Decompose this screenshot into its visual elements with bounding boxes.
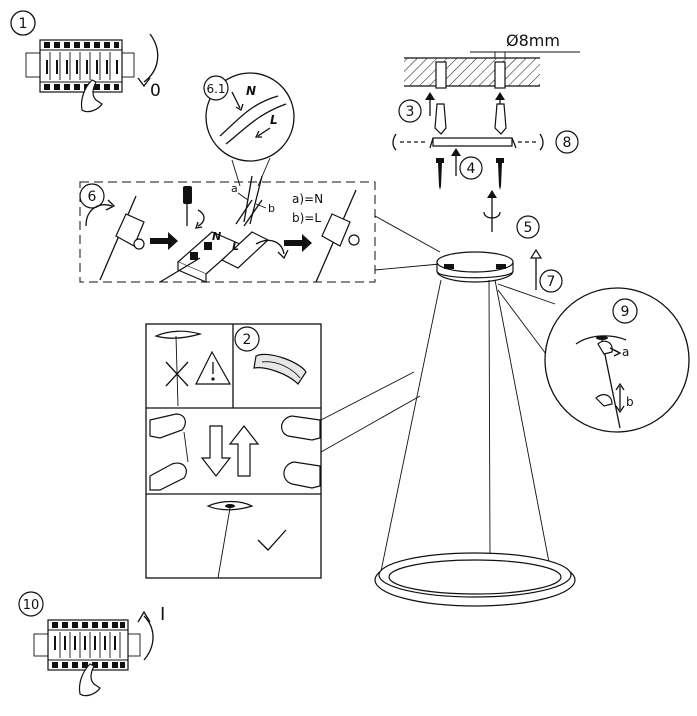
- cable-adjust-b: b: [626, 395, 634, 409]
- checkmark-icon: [257, 529, 287, 551]
- step-badge-7: [539, 269, 563, 293]
- up-arrow-icon: [228, 425, 260, 477]
- cable-a-label: a: [231, 182, 238, 195]
- zoom-neutral-label: N: [246, 84, 256, 98]
- step-number-4: 4: [467, 161, 476, 177]
- drill-diameter-label: Ø8mm: [506, 31, 560, 50]
- rotate-up-arrow: [143, 615, 154, 661]
- step-number-5: 5: [524, 220, 533, 236]
- step-number-10: 10: [23, 598, 40, 613]
- down-arrow-icon: [200, 425, 232, 477]
- step-number-9: 9: [621, 304, 630, 320]
- step-number-3: 3: [406, 104, 415, 120]
- hand-icon-10: [78, 663, 101, 697]
- screwdriver-icon: [183, 186, 205, 229]
- cross-icon: [165, 361, 189, 387]
- zoom-live-label: L: [270, 113, 278, 127]
- switch-off-label: 0: [150, 81, 161, 101]
- screw-right: [496, 158, 504, 190]
- dashed-frame: [79, 181, 376, 283]
- right-arrow-2: [284, 234, 312, 252]
- step-badge-8: [555, 130, 579, 154]
- connector-closed-right: [315, 189, 360, 283]
- step-number-8: 8: [563, 135, 572, 151]
- ceiling-mount: Ø8mm 3 8 4: [392, 31, 580, 293]
- step-9-cable-adjust: 9 a b: [497, 283, 690, 433]
- step-badge-6: [79, 183, 105, 209]
- cable-adjust-a: a: [622, 345, 629, 359]
- hand-icon-lower-right: [283, 461, 321, 489]
- step-badge-6-1: [203, 75, 229, 101]
- step-badge-9: [612, 298, 638, 324]
- step-badge-1: [10, 10, 36, 36]
- pendant-lamp: [374, 251, 576, 607]
- step-number-6: 6: [88, 189, 97, 205]
- step-number-2: 2: [243, 332, 252, 348]
- step-10-breaker-on: 10 I: [18, 591, 165, 697]
- step-badge-2: [234, 326, 260, 352]
- hand-icon: [80, 79, 103, 113]
- switch-on-label: I: [160, 604, 165, 625]
- terminal-neutral-label: N: [212, 230, 221, 243]
- cable-b-label: b: [268, 202, 275, 215]
- legend-neutral: a)=N: [292, 192, 323, 206]
- wall-plug-right: [494, 103, 507, 135]
- cloth-icon: [253, 353, 307, 385]
- step-number-6-1: 6.1: [206, 82, 225, 96]
- step-number-7: 7: [547, 274, 556, 290]
- step-badge-3: [398, 99, 422, 123]
- step-2-unpack-panel: 2: [145, 323, 322, 579]
- connector-closed-left: [85, 195, 145, 281]
- legend-live: b)=L: [292, 211, 321, 225]
- suspension-cable: [379, 279, 442, 577]
- step-1-breaker-off: 1: [10, 10, 161, 113]
- rotate-down-arrow: [143, 33, 159, 83]
- terminal-live-label: L: [232, 240, 239, 253]
- mounting-bracket: [432, 137, 513, 147]
- step-badge-5: [516, 215, 540, 239]
- step-badge-4: [459, 156, 483, 180]
- zoom-circle: [205, 72, 295, 162]
- screw-left: [436, 158, 444, 190]
- hand-icon-upper-right: [281, 415, 321, 441]
- breaker-panel-top: [25, 39, 135, 93]
- zoom-circle-9: [544, 287, 690, 433]
- terminal-block-open: N L a b: [159, 175, 289, 283]
- step-6-wiring-panel: 6 N L: [79, 175, 376, 283]
- step-badge-10: [18, 591, 44, 617]
- step-6-1-wire-zoom: 6.1 N L: [203, 72, 295, 187]
- hand-icon-upper-left: [149, 413, 186, 439]
- step-number-1: 1: [19, 16, 28, 32]
- wall-plug-left: [434, 103, 447, 135]
- right-arrow-1: [150, 232, 178, 250]
- hand-icon-lower-left: [149, 462, 187, 491]
